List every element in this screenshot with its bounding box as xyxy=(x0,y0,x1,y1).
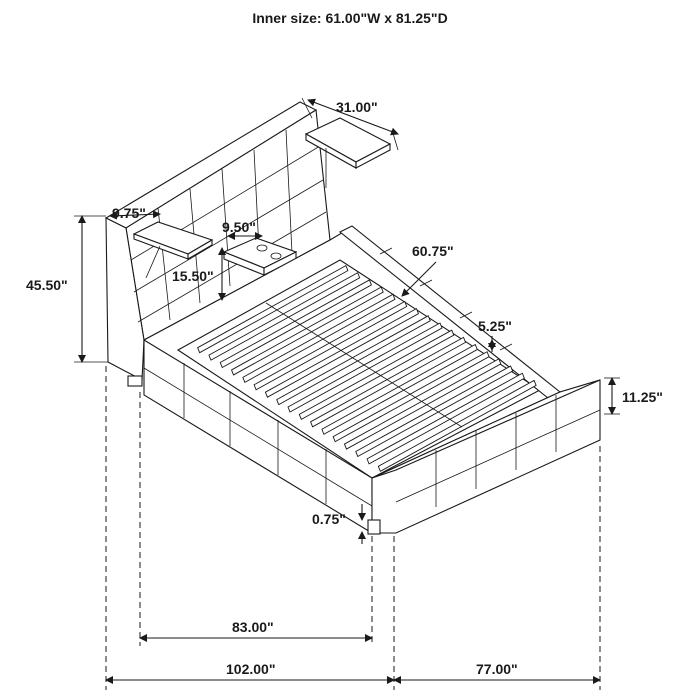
slats xyxy=(197,264,537,472)
slat xyxy=(230,286,384,376)
slat xyxy=(310,336,467,428)
center-support xyxy=(265,302,463,428)
inner-size-label: Inner size: 61.00"W x 81.25"D xyxy=(252,10,448,26)
slat xyxy=(219,279,372,369)
headboard-height-label: 45.50" xyxy=(26,277,68,293)
outlet-icon xyxy=(256,244,268,252)
slat xyxy=(298,329,455,421)
slat xyxy=(366,372,525,465)
rail-height-label: 11.25" xyxy=(622,389,663,405)
dimension-lines xyxy=(74,97,620,690)
slat xyxy=(343,358,502,450)
shelf-height-label: 15.50" xyxy=(172,268,214,284)
slat xyxy=(253,300,408,391)
slat xyxy=(287,322,443,413)
usb-port-icon xyxy=(270,252,282,260)
rail-inset-label: 5.25" xyxy=(478,318,512,334)
overall-width-label: 77.00" xyxy=(476,661,518,677)
slat xyxy=(242,293,396,383)
shelf-width-label: 31.00" xyxy=(336,99,378,115)
floor-clearance-label: 0.75" xyxy=(312,511,346,527)
slats-width-label: 60.75" xyxy=(412,243,454,259)
slat xyxy=(264,308,420,398)
slat xyxy=(355,365,514,458)
dimension-labels: 31.00" 9.75" 45.50" 9.50" 15.50" 60.75" … xyxy=(26,99,663,677)
slat xyxy=(276,315,431,406)
overall-length-label: 102.00" xyxy=(226,661,275,677)
slat xyxy=(208,272,361,361)
slat xyxy=(332,351,490,443)
left-shelf xyxy=(132,221,214,279)
slat xyxy=(197,264,349,354)
shelf-depth-label: 9.75" xyxy=(112,205,146,221)
slat xyxy=(321,343,478,435)
nightstand-shelf xyxy=(222,237,298,276)
slat xyxy=(377,379,537,472)
inner-length-label: 83.00" xyxy=(232,619,274,635)
nightstand-depth-label: 9.50" xyxy=(222,219,256,235)
